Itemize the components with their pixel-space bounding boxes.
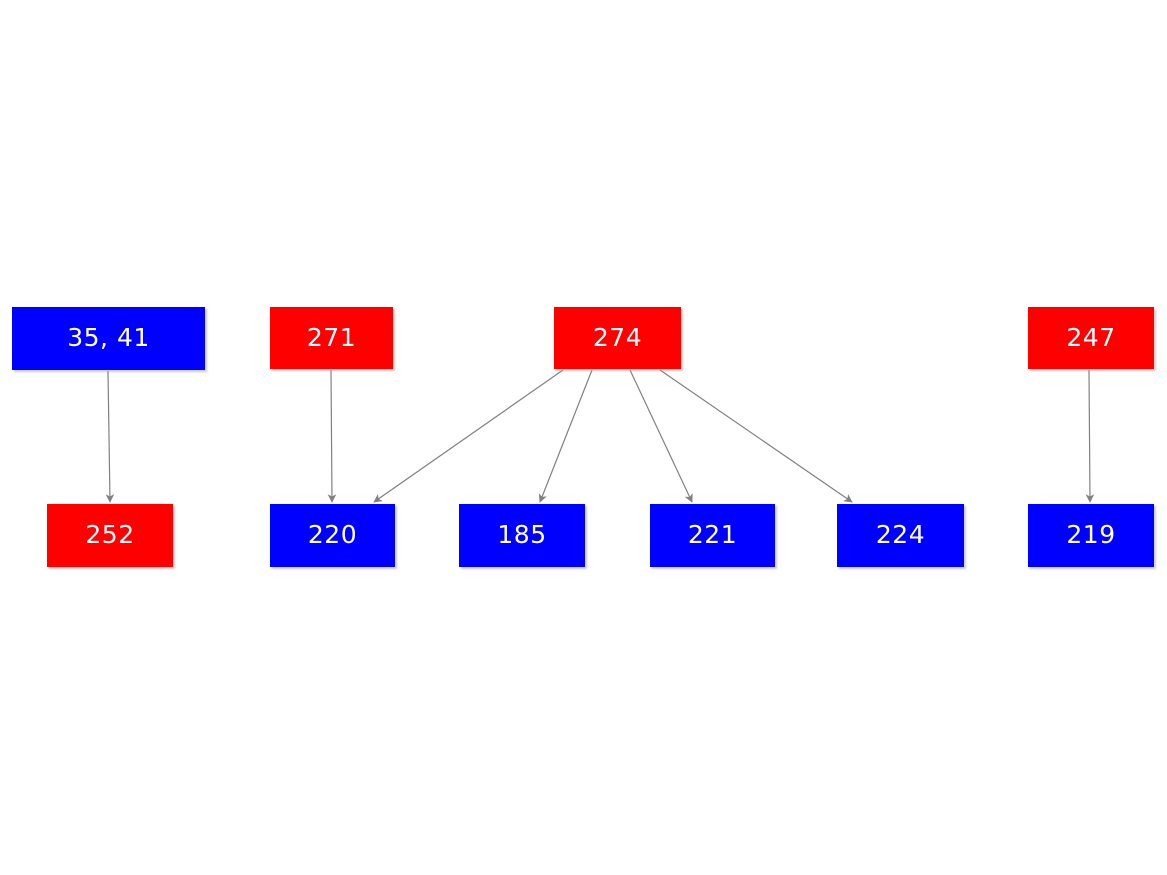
- graph-node-label: 247: [1066, 322, 1116, 352]
- graph-node-label: 219: [1066, 520, 1116, 549]
- graph-node[interactable]: 274: [554, 307, 681, 369]
- graph-node[interactable]: 185: [459, 504, 585, 567]
- graph-node-label: 252: [85, 520, 135, 549]
- graph-node[interactable]: 219: [1028, 504, 1154, 567]
- graph-node[interactable]: 220: [270, 504, 395, 567]
- graph-node-label: 221: [687, 520, 738, 549]
- graph-node[interactable]: 35, 41: [12, 307, 205, 370]
- graph-node[interactable]: 221: [650, 504, 775, 567]
- graph-node[interactable]: 247: [1028, 307, 1154, 369]
- graph-node[interactable]: 224: [837, 504, 964, 567]
- graph-node[interactable]: 271: [270, 307, 393, 369]
- graph-node-label: 185: [497, 520, 547, 549]
- graph-node-label: 220: [307, 520, 358, 549]
- graph-node[interactable]: 252: [47, 504, 173, 567]
- graph-node-label: 224: [875, 520, 926, 549]
- graph-node-label: 35, 41: [67, 323, 150, 352]
- graph-node-label: 271: [306, 322, 357, 352]
- graph-node-label: 274: [592, 322, 643, 352]
